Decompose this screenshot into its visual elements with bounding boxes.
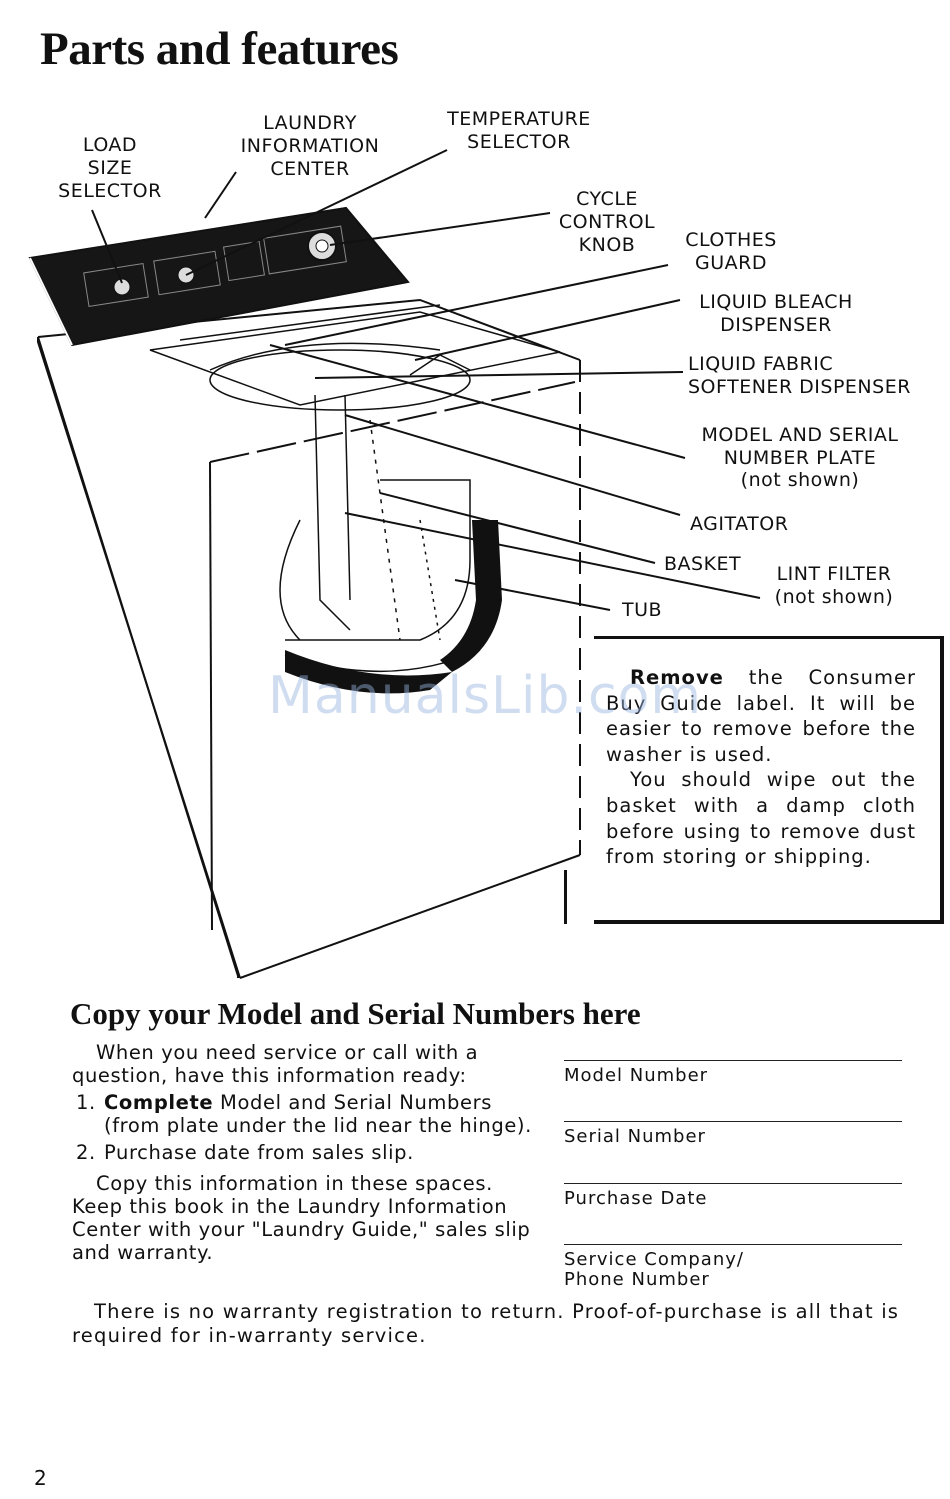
note-paragraph-2: You should wipe out the basket with a da… bbox=[606, 768, 916, 869]
watermark: ManualsLib.com bbox=[268, 666, 703, 726]
page-title: Parts and features bbox=[40, 23, 399, 75]
label-tub: TUB bbox=[622, 599, 663, 621]
washer-diagram bbox=[28, 149, 761, 979]
label-agitator: AGITATOR bbox=[690, 513, 789, 535]
label-model-serial-plate-note: (not shown) bbox=[740, 469, 860, 491]
footer-text: There is no warranty registration to ret… bbox=[72, 1300, 900, 1347]
note-box bbox=[594, 636, 944, 924]
note-rest: the Consumer Buy Guide label. It will be… bbox=[606, 666, 916, 766]
step-number: 2. bbox=[76, 1141, 96, 1164]
label-basket: BASKET bbox=[664, 553, 742, 575]
copy-step: 1. Complete Model and Serial Numbers (fro… bbox=[72, 1091, 538, 1137]
copy-section-heading: Copy your Model and Serial Numbers here bbox=[70, 996, 641, 1031]
tub-wall bbox=[440, 520, 502, 672]
label-lint-filter-note: (not shown) bbox=[774, 586, 894, 608]
model-number-field[interactable]: Model Number bbox=[564, 1060, 902, 1086]
label-load-size-selector: LOAD SIZE SELECTOR bbox=[58, 134, 162, 202]
washer-internals bbox=[279, 394, 481, 673]
step-text: Purchase date from sales slip. bbox=[104, 1141, 414, 1164]
washer-top bbox=[149, 311, 561, 411]
leader-lines bbox=[91, 149, 761, 611]
tub-base bbox=[285, 650, 452, 694]
copy-instructions: When you need service or call with a que… bbox=[72, 1041, 538, 1264]
label-clothes-guard: CLOTHES GUARD bbox=[685, 229, 777, 274]
serial-number-field[interactable]: Serial Number bbox=[564, 1121, 902, 1147]
step-bold: Complete bbox=[104, 1091, 214, 1114]
copy-intro: When you need service or call with a que… bbox=[72, 1041, 479, 1087]
note-box-left-rule bbox=[564, 870, 567, 924]
page-number: 2 bbox=[34, 1466, 47, 1490]
copy-steps: 1. Complete Model and Serial Numbers (fro… bbox=[72, 1091, 538, 1164]
label-temperature-selector: TEMPERATURE SELECTOR bbox=[447, 108, 591, 153]
service-company-field[interactable]: Service Company/ Phone Number bbox=[564, 1244, 902, 1290]
washer-cabinet bbox=[37, 298, 581, 979]
note-paragraph-1: Remove the Consumer Buy Guide label. It … bbox=[606, 665, 916, 767]
note-bold: Remove bbox=[630, 666, 724, 689]
copy-outro: Copy this information in these spaces. K… bbox=[72, 1172, 531, 1264]
label-liquid-bleach-dispenser: LIQUID BLEACH DISPENSER bbox=[699, 291, 853, 336]
purchase-date-field[interactable]: Purchase Date bbox=[564, 1183, 902, 1209]
step-number: 1. bbox=[76, 1091, 96, 1114]
label-cycle-control-knob: CYCLE CONTROL KNOB bbox=[558, 188, 656, 256]
step-text: Model and Serial Numbers (from plate und… bbox=[104, 1091, 532, 1137]
label-laundry-information-center: LAUNDRY INFORMATION CENTER bbox=[240, 112, 380, 180]
copy-step: 2. Purchase date from sales slip. bbox=[72, 1141, 538, 1164]
note-text: Remove the Consumer Buy Guide label. It … bbox=[606, 665, 916, 870]
control-panel bbox=[28, 206, 410, 347]
footer-note: There is no warranty registration to ret… bbox=[72, 1300, 902, 1348]
label-lint-filter: LINT FILTER bbox=[776, 563, 892, 585]
label-model-serial-plate: MODEL AND SERIAL NUMBER PLATE bbox=[701, 424, 899, 469]
label-liquid-fabric-softener-dispenser: LIQUID FABRIC SOFTENER DISPENSER bbox=[688, 353, 911, 398]
